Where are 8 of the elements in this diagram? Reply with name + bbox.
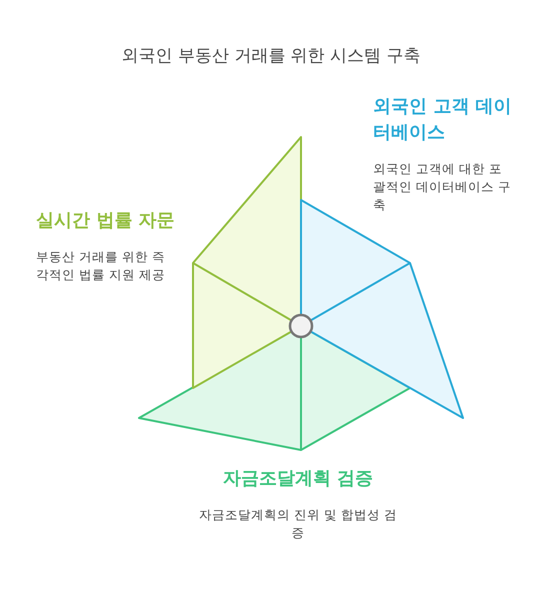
section-description: 외국인 고객에 대한 포괄적인 데이터베이스 구축 <box>373 160 512 214</box>
section-description: 자금조달계획의 진위 및 합법성 검증 <box>198 506 398 542</box>
section-heading: 외국인 고객 데이터베이스 <box>373 95 513 145</box>
diagram-title: 외국인 부동산 거래를 위한 시스템 구축 <box>120 45 422 67</box>
section-heading: 실시간 법률 자문 <box>36 209 176 233</box>
section-description: 부동산 거래를 위한 즉각적인 법률 지원 제공 <box>36 248 166 284</box>
section-heading: 자금조달계획 검증 <box>222 467 374 491</box>
hub-circle <box>288 314 314 338</box>
